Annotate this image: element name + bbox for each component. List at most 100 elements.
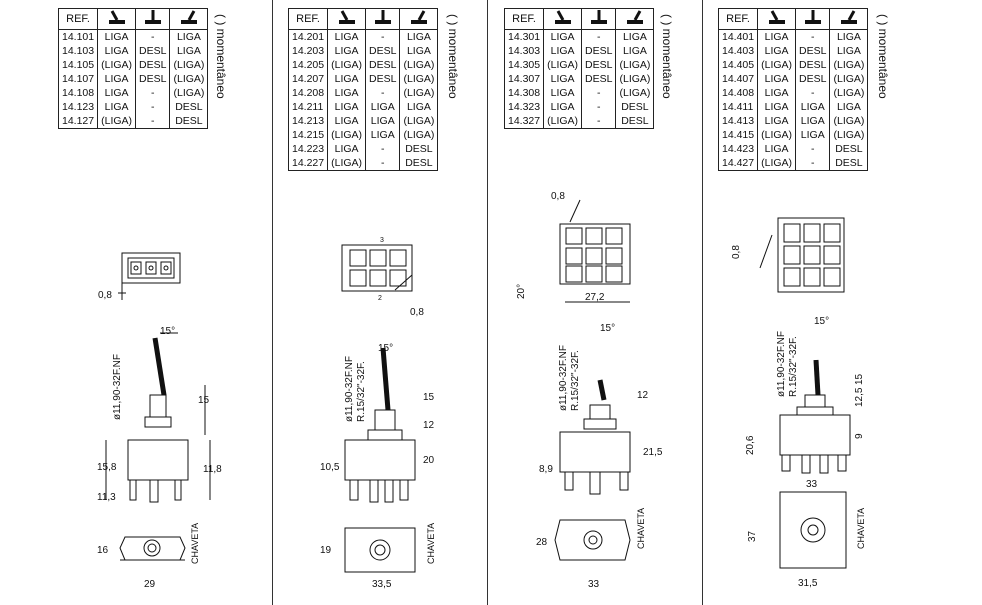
dim-key: CHAVETA [636, 508, 646, 549]
dim-h3: 20 [423, 455, 435, 466]
table-row: 14.305(LIGA)DESL(LIGA) [503, 58, 655, 72]
state-cell: (LIGA) [169, 86, 209, 100]
ref-cell: 14.201 [287, 29, 329, 44]
state-cell: LIGA [365, 114, 401, 128]
dim-width: 29 [144, 579, 156, 590]
ref-header: REF. [287, 8, 329, 30]
table-row: 14.127(LIGA)-DESL [57, 114, 209, 129]
state-cell: - [795, 142, 831, 156]
state-cell: DESL [615, 114, 655, 129]
state-cell: (LIGA) [399, 58, 439, 72]
ref-cell: 14.105 [57, 58, 99, 72]
state-cell: (LIGA) [399, 114, 439, 128]
state-cell: DESL [829, 142, 869, 156]
panel3-bottom-view [554, 519, 631, 561]
state-cell: LIGA [97, 44, 137, 58]
table-row: 14.405(LIGA)DESL(LIGA) [717, 58, 869, 72]
state-cell: (LIGA) [829, 72, 869, 86]
panel4-top-view [759, 217, 845, 293]
ref-cell: 14.405 [717, 58, 759, 72]
state-cell: DESL [581, 44, 617, 58]
panel3-side-view [559, 379, 631, 495]
state-cell: - [365, 29, 401, 44]
table-row: 14.215(LIGA)LIGA(LIGA) [287, 128, 439, 142]
ref-header: REF. [503, 8, 545, 30]
dim-key: CHAVETA [856, 508, 866, 549]
state-cell: - [135, 29, 171, 44]
state-cell: LIGA [543, 44, 583, 58]
state-cell: - [135, 100, 171, 114]
state-cell: - [581, 29, 617, 44]
state-cell: DESL [135, 72, 171, 86]
state-cell: (LIGA) [327, 58, 367, 72]
dim-angle: 15° [600, 323, 615, 334]
state-cell: LIGA [757, 100, 797, 114]
ref-cell: 14.327 [503, 114, 545, 129]
toggle-right-icon [169, 8, 209, 30]
state-cell: - [365, 142, 401, 156]
state-cell: (LIGA) [169, 72, 209, 86]
panel1-top-view [118, 252, 181, 300]
dim-h4: 20,6 [745, 435, 756, 455]
toggle-right-icon [399, 8, 439, 30]
state-cell: (LIGA) [757, 128, 797, 142]
ref-cell: 14.303 [503, 44, 545, 58]
state-cell: - [581, 86, 617, 100]
state-cell: LIGA [399, 100, 439, 114]
panel3-top-view [559, 199, 631, 303]
dim-h1: 15 [423, 392, 435, 403]
state-cell: DESL [399, 156, 439, 171]
state-cell: DESL [135, 44, 171, 58]
ref-cell: 14.407 [717, 72, 759, 86]
state-cell: (LIGA) [829, 86, 869, 100]
toggle-center-icon [365, 8, 401, 30]
dim-h2: 12,5 [854, 387, 865, 407]
ref-cell: 14.401 [717, 29, 759, 44]
state-cell: LIGA [97, 72, 137, 86]
dim-h3: 8,9 [539, 464, 553, 475]
dim-key: CHAVETA [426, 523, 436, 564]
ref-cell: 14.403 [717, 44, 759, 58]
dim-thread: ø11,90-32F.NF [344, 356, 355, 422]
state-cell: DESL [365, 72, 401, 86]
toggle-center-icon [795, 8, 831, 30]
state-cell: LIGA [365, 128, 401, 142]
dim-top-width: 33 [806, 479, 818, 490]
state-cell: (LIGA) [327, 128, 367, 142]
state-cell: (LIGA) [543, 114, 583, 129]
state-cell: (LIGA) [399, 72, 439, 86]
state-cell: - [135, 86, 171, 100]
dim-thread2: R.15/32"-32F. [570, 350, 581, 411]
ref-cell: 14.103 [57, 44, 99, 58]
ref-cell: 14.301 [503, 29, 545, 44]
ref-cell: 14.323 [503, 100, 545, 114]
state-cell: LIGA [795, 128, 831, 142]
ref-cell: 14.107 [57, 72, 99, 86]
dim-angle: 15° [378, 343, 393, 354]
toggle-center-icon [581, 8, 617, 30]
ref-cell: 14.108 [57, 86, 99, 100]
table-row: 14.427(LIGA)-DESL [717, 156, 869, 171]
state-cell: LIGA [795, 100, 831, 114]
state-cell: - [581, 100, 617, 114]
dim-gap: 0,8 [551, 191, 565, 202]
state-cell: LIGA [169, 29, 209, 44]
state-cell: LIGA [327, 114, 367, 128]
state-cell: (LIGA) [615, 86, 655, 100]
terminal-label: 3 [380, 237, 384, 244]
dim-h4: 11,3 [97, 492, 116, 503]
state-cell: LIGA [615, 44, 655, 58]
state-cell: - [365, 86, 401, 100]
state-cell: (LIGA) [97, 114, 137, 129]
state-cell: LIGA [169, 44, 209, 58]
dim-h2: 15,8 [97, 462, 117, 473]
